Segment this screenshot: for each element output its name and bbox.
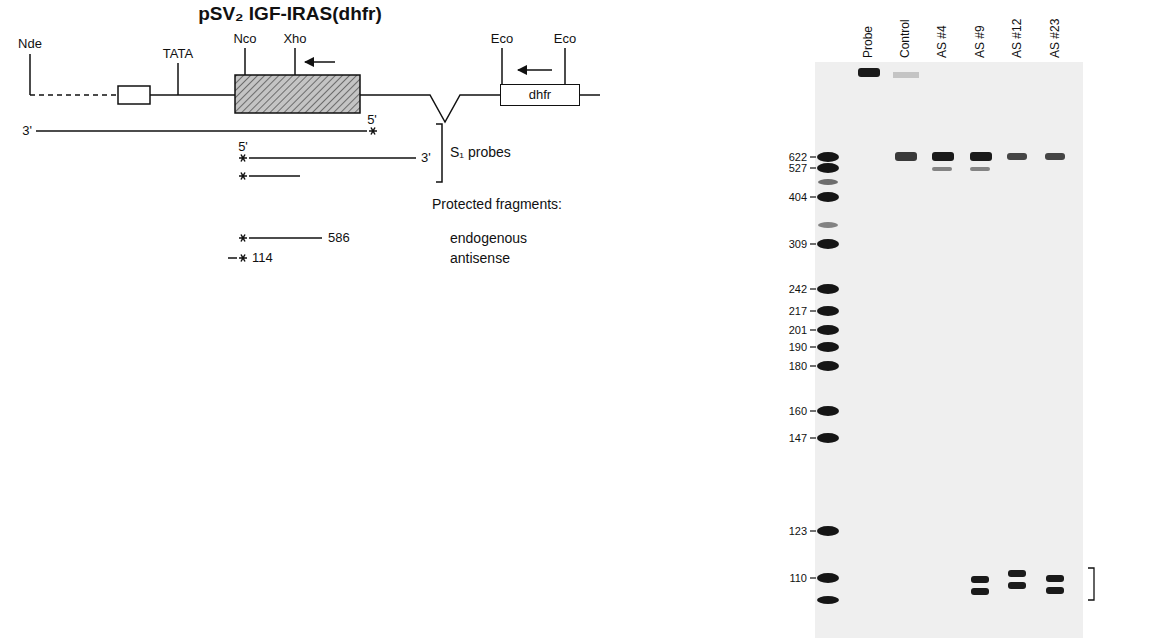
- diagram-label: Protected fragments:: [432, 197, 562, 212]
- site-tick: [564, 48, 566, 84]
- probe-line: [249, 175, 300, 177]
- marker-bands: [817, 152, 839, 604]
- gene-name: dhfr: [529, 88, 551, 102]
- lane-label: AS #12: [1011, 19, 1024, 58]
- size-marker: 242: [789, 283, 807, 295]
- label-asterisk: [239, 255, 247, 262]
- diagram-label: 5': [367, 113, 377, 127]
- intron-backbone: [360, 95, 500, 122]
- label-asterisk: [239, 235, 247, 242]
- lane-label: Probe: [862, 26, 875, 58]
- fragment-line: [228, 257, 237, 259]
- gel: [810, 62, 1094, 638]
- fragment-line: [249, 237, 322, 239]
- size-marker: 201: [789, 324, 807, 336]
- plasmid-map: [30, 48, 600, 122]
- lane-label: AS #23: [1049, 19, 1062, 58]
- lane-label: AS #9: [974, 25, 987, 58]
- gene-box: dhfr: [500, 84, 580, 106]
- size-marker: 180: [789, 360, 807, 372]
- bracket: [436, 124, 442, 182]
- direction-arrow: [518, 69, 552, 71]
- size-marker: 622: [789, 151, 807, 163]
- size-marker: 110: [789, 572, 807, 584]
- site-tick: [501, 48, 503, 84]
- diagram-label: 586: [328, 231, 350, 245]
- size-marker: 309: [789, 238, 807, 250]
- lane-label: AS #4: [936, 25, 949, 58]
- diagram-label: 3': [421, 151, 431, 165]
- gel-background: [815, 62, 1083, 638]
- size-marker: 147: [789, 432, 807, 444]
- dashed-vector: [30, 94, 118, 96]
- size-marker: 217: [789, 305, 807, 317]
- size-marker: 527: [789, 162, 807, 174]
- lane-label: Control: [899, 19, 912, 58]
- label-asterisk: [369, 128, 377, 135]
- diagram-label: Nde: [18, 37, 42, 51]
- size-marker: 160: [789, 405, 807, 417]
- diagram-label: Eco: [554, 32, 576, 46]
- igf-insert-box: [235, 75, 360, 113]
- diagram-label: 114: [252, 251, 273, 265]
- site-tick: [294, 48, 296, 75]
- diagram-label: 5': [238, 140, 248, 154]
- probe-line: [249, 157, 416, 159]
- backbone: [580, 94, 600, 96]
- bracket: [1088, 568, 1094, 600]
- size-marker: 404: [789, 191, 807, 203]
- diagram-label: TATA: [163, 47, 193, 61]
- diagram-label: S₁ probes: [450, 145, 511, 160]
- promoter-box: [118, 86, 150, 104]
- probe-lines: [36, 124, 442, 262]
- marker-ticks: [810, 157, 816, 578]
- diagram-label: Xho: [283, 32, 306, 46]
- direction-arrow: [305, 61, 335, 63]
- sample-bands: [858, 68, 1065, 595]
- backbone: [150, 94, 235, 96]
- probe-line: [36, 130, 367, 132]
- diagram-label: Eco: [491, 32, 513, 46]
- site-tick: [29, 54, 31, 95]
- size-marker: 190: [789, 341, 807, 353]
- size-marker: 123: [789, 525, 807, 537]
- diagram-label: antisense: [450, 251, 510, 266]
- label-asterisk: [239, 173, 247, 180]
- diagram-label: endogenous: [450, 231, 527, 246]
- site-tick: [244, 48, 246, 75]
- figure-title: pSV₂ IGF-IRAS(dhfr): [198, 4, 382, 25]
- label-asterisk: [239, 155, 247, 162]
- smear: [893, 72, 919, 78]
- diagram-label: Nco: [233, 32, 256, 46]
- diagram-label: 3': [22, 124, 32, 138]
- site-tick: [177, 63, 179, 95]
